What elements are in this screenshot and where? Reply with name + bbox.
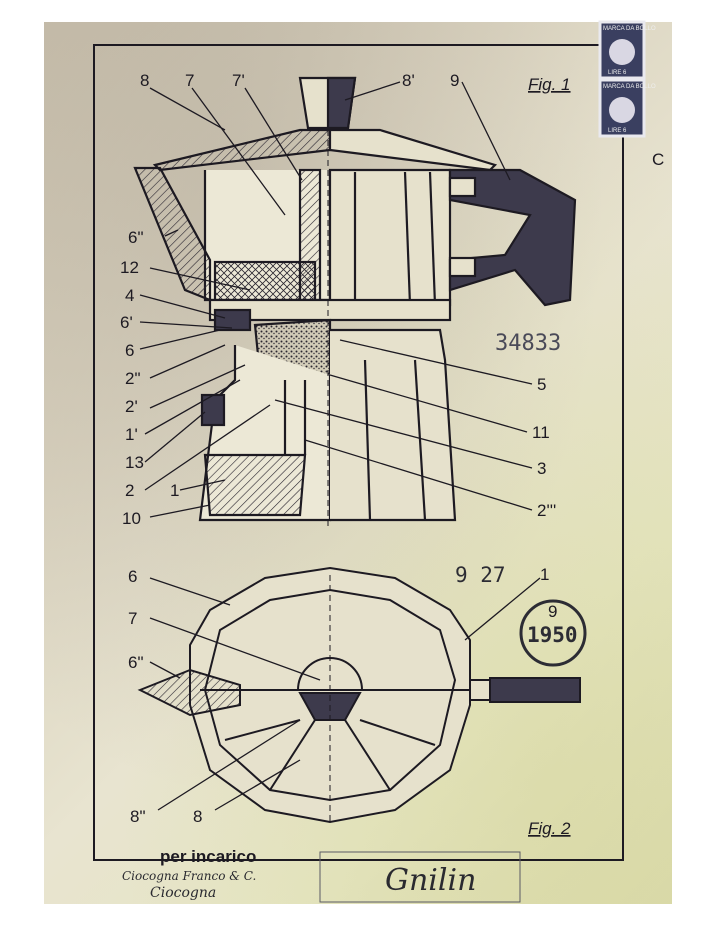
firm-name: Ciocogna Franco & C. — [122, 869, 256, 883]
revenue-stamp-1-label: MARCA DA BOLLO — [603, 26, 656, 32]
fig1-label-1p: 1' — [125, 425, 138, 444]
fig2-label-8: 8 — [193, 807, 202, 826]
round-stamp-number: 1950 — [527, 623, 578, 647]
revenue-stamp-2-label: MARCA DA BOLLO — [603, 84, 656, 90]
signature-box — [319, 851, 521, 903]
fig1-label-7: 7 — [185, 71, 194, 90]
revenue-stamp-2-value: LIRE 6 — [608, 128, 627, 134]
round-stamp — [519, 599, 587, 667]
fig1-label-1: 1 — [170, 481, 179, 500]
firm-signature: Ciocogna — [150, 885, 216, 901]
fig2-label-7: 7 — [128, 609, 137, 628]
fig1-leaders — [139, 81, 533, 518]
fig1-label-13: 13 — [125, 453, 144, 472]
serial-number-stamp: 34833 — [495, 331, 561, 356]
handle — [448, 168, 577, 307]
fig1-label-5: 5 — [537, 375, 546, 394]
fig1-label-2p: 2' — [125, 397, 138, 416]
spout-top — [137, 668, 241, 717]
per-incarico-stamp: per incarico — [160, 847, 256, 866]
fig1-label-6pp: 6" — [128, 228, 144, 247]
round-stamp-top: 9 — [548, 602, 557, 621]
number-stamp-927: 9 27 — [455, 563, 506, 587]
fig1-label-10: 10 — [122, 509, 141, 528]
fig2-title: Fig. 2 — [528, 819, 571, 838]
fig1-label-12: 12 — [120, 258, 139, 277]
fig1-label-2ppp: 2''' — [537, 501, 556, 520]
fig1-label-3: 3 — [537, 459, 546, 478]
fig1-title: Fig. 1 — [528, 75, 571, 94]
fig1-label-9: 9 — [450, 71, 459, 90]
water-level — [203, 453, 307, 517]
fig2-label-6: 6 — [128, 567, 137, 586]
handle-top — [489, 677, 581, 703]
revenue-stamp-1-value: LIRE 6 — [608, 70, 627, 76]
fig1-moka-section — [133, 76, 577, 528]
fig2-top-view — [137, 566, 581, 825]
fig1-label-6p: 6' — [120, 313, 133, 332]
drawing-border — [93, 44, 624, 861]
right-signature: Gnilin — [385, 863, 476, 898]
fig1-label-8: 8 — [140, 71, 149, 90]
fig1-label-8p: 8' — [402, 71, 415, 90]
fig1-label-11: 11 — [532, 423, 550, 442]
fig1-label-6: 6 — [125, 341, 134, 360]
fig1-label-2: 2 — [125, 481, 134, 500]
fig1-label-7p: 7' — [232, 71, 245, 90]
fig2-label-8pp: 8" — [130, 807, 146, 826]
fig2-label-6pp: 6" — [128, 653, 144, 672]
corner-mark: C — [652, 150, 664, 169]
revenue-stamps — [598, 20, 646, 138]
fig1-label-2pp: 2" — [125, 369, 141, 388]
fig1-label-4: 4 — [125, 286, 134, 305]
fig2-label-1: 1 — [540, 565, 549, 584]
fig2-leaders — [149, 577, 541, 811]
